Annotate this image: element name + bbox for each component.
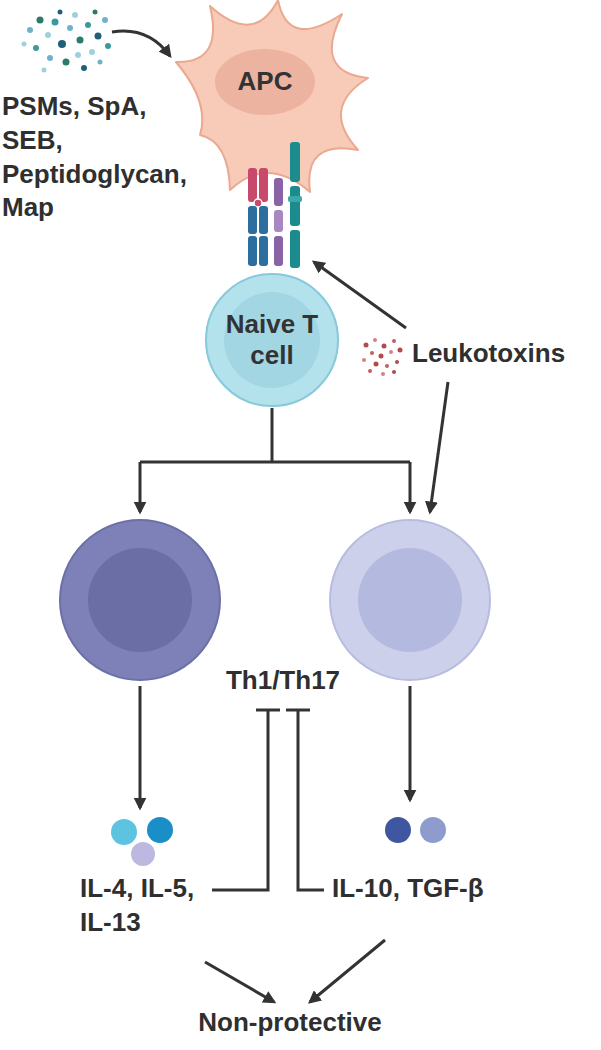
apc-body: [176, 0, 368, 192]
th2-cell: [60, 520, 220, 680]
tcell-body: [206, 274, 338, 406]
treg-cell: [330, 520, 490, 680]
toxin-label: Leukotoxins: [412, 337, 597, 371]
receptor-segment: [288, 196, 302, 202]
receptor-segment: [274, 236, 283, 266]
receptor-segment: [274, 210, 283, 232]
uptake-arrow: [112, 31, 170, 56]
outcome-arrow: [205, 962, 274, 1002]
secretion-arrow: [409, 686, 412, 800]
receptor-segment: [259, 206, 268, 234]
cytokine-balls: [111, 817, 446, 866]
apc-cell: APC: [170, 0, 370, 195]
cytokine-label: IL-4, IL-5, IL-13: [80, 872, 212, 940]
cell-label: APC: [238, 66, 293, 97]
secretion-arrow: [139, 686, 142, 808]
outcome-arrow: [310, 940, 385, 1002]
receptor-segment: [290, 230, 300, 268]
apc-nucleus: [215, 49, 315, 115]
receptor-segment: [259, 168, 268, 202]
receptor-segment: [290, 186, 300, 226]
receptor-segment: [248, 168, 257, 202]
stimuli-label: PSMs, SpA, SEB, Peptidoglycan, Map: [2, 90, 207, 225]
receptor-segment: [290, 142, 300, 182]
toxin-arrow: [430, 382, 448, 512]
pathogen-molecules: [22, 10, 112, 73]
cell-outline: [170, 0, 370, 195]
receptor-segment: [248, 206, 257, 234]
subset-label: Th1/Th17: [203, 664, 363, 698]
receptor-segment: [259, 236, 268, 266]
branch-arrows: [140, 408, 410, 512]
receptor-segment: [254, 199, 262, 207]
inhibition-lines: [212, 710, 324, 890]
t-cell: Naive T cell: [204, 272, 340, 408]
receptor-segment: [248, 236, 257, 266]
outcome-label: Non-protective: [150, 1006, 430, 1040]
toxin-dots: [362, 338, 403, 376]
receptor-segment: [274, 178, 283, 206]
cytokine-label: IL-10, TGF-β: [332, 872, 592, 906]
cell-label: Naive T cell: [217, 309, 327, 371]
